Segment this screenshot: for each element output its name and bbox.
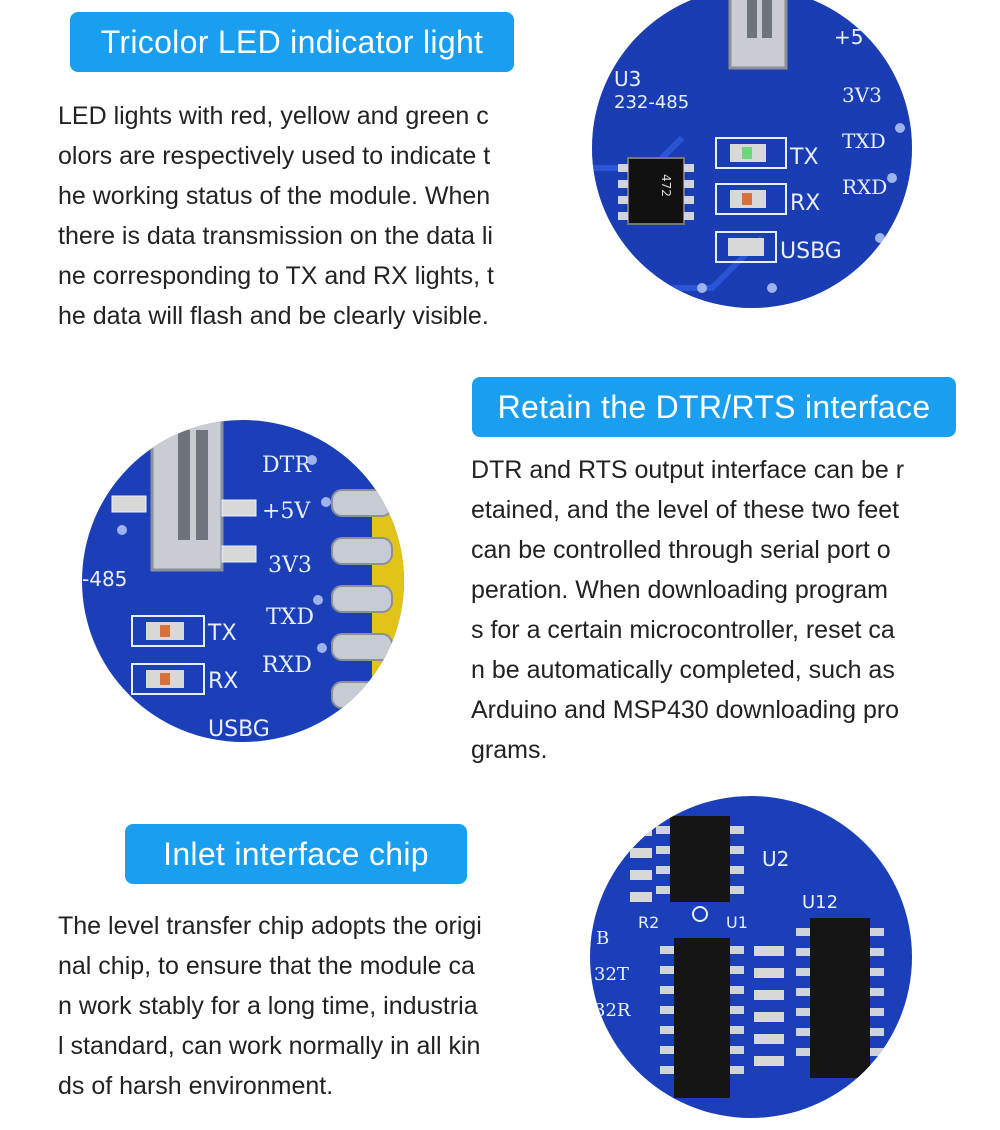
description-line: s for a certain microcontroller, reset c… xyxy=(471,616,895,644)
description-line: n work stably for a long time, industria xyxy=(58,992,478,1020)
description-line: ne corresponding to TX and RX lights, t xyxy=(58,262,494,290)
board-label: +5 xyxy=(834,25,863,49)
description-line: Arduino and MSP430 downloading pro xyxy=(471,696,900,724)
description-line: he working status of the module. When xyxy=(58,182,491,210)
board-label: 3V3 xyxy=(268,553,312,578)
board-label: USBG xyxy=(208,717,270,742)
board-label: U12 xyxy=(802,892,838,913)
board-label: 232-485 xyxy=(614,92,689,113)
section-description: LED lights with red, yellow and green c … xyxy=(58,96,578,336)
description-line: DTR and RTS output interface can be r xyxy=(471,456,905,484)
board-label: 3V3 xyxy=(842,83,882,107)
pcb-dtr-closeup-image: DTR +5V 3V3 -485 TX TXD RX RXD USBG xyxy=(82,420,404,742)
section-title-badge: Retain the DTR/RTS interface xyxy=(472,377,956,437)
description-line: ds of harsh environment. xyxy=(58,1072,334,1100)
description-line: The level transfer chip adopts the origi xyxy=(58,912,482,940)
board-label: 32R xyxy=(594,1000,631,1021)
description-line: grams. xyxy=(471,736,548,764)
board-label: TX xyxy=(207,621,237,646)
board-label: U1 xyxy=(726,913,748,932)
board-label: RX xyxy=(208,669,238,694)
description-line: he data will flash and be clearly visibl… xyxy=(58,302,489,330)
board-label: TXD xyxy=(842,129,886,153)
section-title-badge: Tricolor LED indicator light xyxy=(70,12,514,72)
board-label: RXD xyxy=(262,653,312,678)
pcb-chip-closeup-image: U2 U12 R2 U1 B 32T 32R xyxy=(590,796,912,1118)
board-label: U3 xyxy=(614,67,641,91)
board-label: TX xyxy=(789,145,819,170)
section-title-badge: Inlet interface chip xyxy=(125,824,467,884)
description-line: etained, and the level of these two feet xyxy=(471,496,900,524)
description-line: peration. When downloading program xyxy=(471,576,888,604)
board-label: -485 xyxy=(82,567,127,591)
section-description: The level transfer chip adopts the origi… xyxy=(58,906,578,1106)
board-label: USBG xyxy=(780,239,842,264)
board-label: RX xyxy=(790,191,820,216)
description-line: LED lights with red, yellow and green c xyxy=(58,102,489,130)
board-label: R2 xyxy=(638,913,659,932)
board-label: 32T xyxy=(594,964,629,985)
description-line: n be automatically completed, such as xyxy=(471,656,895,684)
board-label: DTR xyxy=(262,453,312,478)
board-label: 472 xyxy=(659,174,673,197)
description-line: olors are respectively used to indicate … xyxy=(58,142,491,170)
board-label: U2 xyxy=(762,847,789,871)
pcb-led-closeup-image: U3 232-485 +5 3V3 TX TXD RX RXD USBG 472 xyxy=(592,0,912,308)
board-label: TXD xyxy=(266,605,314,630)
board-label: B xyxy=(596,928,609,949)
board-label: RXD xyxy=(842,175,887,199)
board-label: +5V xyxy=(262,499,311,524)
description-line: l standard, can work normally in all kin xyxy=(58,1032,481,1060)
description-line: there is data transmission on the data l… xyxy=(58,222,493,250)
description-line: nal chip, to ensure that the module ca xyxy=(58,952,475,980)
section-description: DTR and RTS output interface can be r et… xyxy=(471,450,991,770)
description-line: can be controlled through serial port o xyxy=(471,536,891,564)
